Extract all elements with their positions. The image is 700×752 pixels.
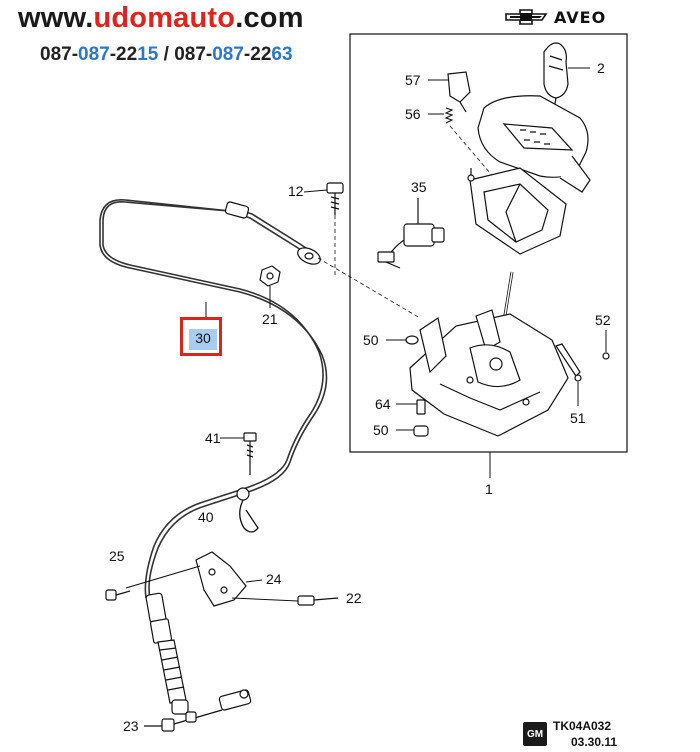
upper-housing xyxy=(467,167,567,255)
chevrolet-bowtie-icon xyxy=(505,9,548,25)
website-url: www.udomauto.com xyxy=(18,2,304,35)
site-prefix: www. xyxy=(18,2,94,34)
site-suffix: .com xyxy=(235,2,304,34)
nut-21 xyxy=(259,265,281,287)
callout-51: 51 xyxy=(570,410,586,426)
highlight-fill xyxy=(189,329,217,350)
callout-25: 25 xyxy=(109,548,125,564)
spring-56 xyxy=(444,107,454,124)
callout-1: 1 xyxy=(485,481,493,497)
phone2-part-d: 63 xyxy=(271,44,293,65)
callout-22: 22 xyxy=(346,590,362,606)
switch-57 xyxy=(447,71,471,113)
shift-indicator-cover xyxy=(477,95,591,193)
pin-52 xyxy=(602,352,610,360)
assembly-frame xyxy=(349,33,628,453)
cable-end-lower xyxy=(218,689,252,711)
cable-housing-lower xyxy=(145,592,189,715)
callout-50-lower: 50 xyxy=(373,422,389,438)
phone-separator: / xyxy=(158,44,175,65)
callout-57: 57 xyxy=(405,72,421,88)
nut-23 xyxy=(144,709,223,732)
callout-40: 40 xyxy=(198,509,214,525)
bolt-25 xyxy=(105,589,131,601)
diagram-date: 03.30.11 xyxy=(571,735,618,749)
callout-41: 41 xyxy=(205,430,221,446)
shift-cable xyxy=(99,199,328,599)
bolt-41 xyxy=(243,432,257,475)
cable-clip-40 xyxy=(239,499,259,533)
solenoid-35 xyxy=(377,198,445,269)
bolt-12 xyxy=(326,182,344,215)
callout-56: 56 xyxy=(405,106,421,122)
gm-logo: GM xyxy=(523,722,547,746)
reference-code: TK04A032 xyxy=(553,719,612,733)
phone1-part-d: 15 xyxy=(137,44,159,65)
callout-35: 35 xyxy=(411,179,427,195)
callout-21: 21 xyxy=(262,311,278,327)
phone1-part-b: 087 xyxy=(78,44,110,65)
brand-header: AVEO xyxy=(504,6,606,28)
phone-numbers: 087-087-2215 / 087-087-2263 xyxy=(40,44,293,66)
callout-23: 23 xyxy=(123,718,139,734)
pin-64 xyxy=(416,399,426,415)
phone2-part-a: 087- xyxy=(174,44,213,65)
callout-30: 30 xyxy=(195,330,211,346)
clip-22 xyxy=(297,595,339,606)
phone2-part-b: 087 xyxy=(212,44,244,65)
highlight-box xyxy=(180,317,222,356)
phone2-part-c: -22 xyxy=(243,44,272,65)
callout-50-upper: 50 xyxy=(363,332,379,348)
phone1-part-a: 087- xyxy=(40,44,79,65)
bushing-50-upper xyxy=(405,335,419,345)
callout-52: 52 xyxy=(595,312,611,328)
base-assembly xyxy=(409,309,569,437)
lever-51 xyxy=(555,343,582,382)
model-name: AVEO xyxy=(554,7,607,27)
callout-2: 2 xyxy=(597,60,605,76)
cable-end-upper xyxy=(224,201,321,265)
callout-12: 12 xyxy=(288,183,304,199)
phone1-part-c: -22 xyxy=(109,44,138,65)
site-brand: udomauto xyxy=(93,2,236,34)
callout-64: 64 xyxy=(375,396,391,412)
callout-24: 24 xyxy=(266,571,282,587)
bracket-24 xyxy=(195,551,247,607)
shift-knob-2 xyxy=(543,42,569,121)
bushing-50-lower xyxy=(413,425,429,437)
